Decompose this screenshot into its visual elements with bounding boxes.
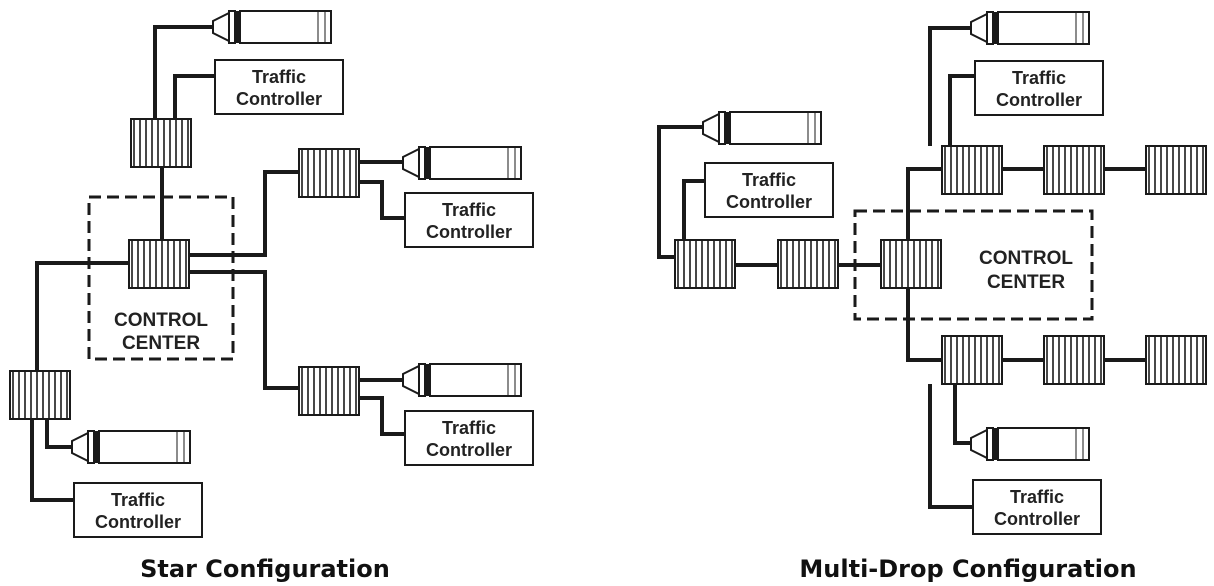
modem-icon bbox=[1145, 145, 1207, 195]
multidrop-link bbox=[948, 74, 975, 146]
star-control-center-label-line1: CONTROL bbox=[114, 310, 208, 331]
svg-text:Controller: Controller bbox=[994, 509, 1080, 529]
svg-text:Controller: Controller bbox=[726, 192, 812, 212]
star-link bbox=[359, 180, 405, 220]
star-link bbox=[359, 396, 405, 436]
modem-icon bbox=[130, 118, 192, 168]
star-link bbox=[45, 419, 72, 449]
modem-icon bbox=[880, 239, 942, 289]
multidrop-control-center-label-line1: CONTROL bbox=[979, 248, 1073, 269]
multidrop-traffic-controller: Traffic Controller bbox=[974, 60, 1104, 116]
modem-icon bbox=[1043, 145, 1105, 195]
multidrop-link bbox=[906, 167, 942, 242]
multidrop-link bbox=[906, 288, 942, 362]
camera-icon bbox=[702, 111, 822, 145]
svg-text:Traffic: Traffic bbox=[1010, 487, 1064, 507]
star-link bbox=[30, 419, 74, 502]
svg-text:Traffic: Traffic bbox=[442, 200, 496, 220]
star-configuration bbox=[30, 25, 405, 502]
multidrop-control-center-label-line2: CENTER bbox=[987, 272, 1065, 293]
star-control-center-label-line2: CENTER bbox=[122, 333, 200, 354]
modem-icon bbox=[674, 239, 736, 289]
modem-icon bbox=[298, 366, 360, 416]
star-link bbox=[189, 270, 300, 390]
modem-icon bbox=[9, 370, 71, 420]
svg-text:Controller: Controller bbox=[236, 89, 322, 109]
modem-icon bbox=[941, 335, 1003, 385]
camera-icon bbox=[71, 430, 191, 464]
multidrop-link bbox=[682, 179, 705, 240]
modem-icon bbox=[777, 239, 839, 289]
modem-icon bbox=[1043, 335, 1105, 385]
multidrop-control-center-box bbox=[853, 209, 1094, 321]
star-link bbox=[189, 170, 300, 257]
modem-icon bbox=[298, 148, 360, 198]
svg-text:Traffic: Traffic bbox=[252, 67, 306, 87]
svg-text:Controller: Controller bbox=[95, 512, 181, 532]
svg-text:Traffic: Traffic bbox=[1012, 68, 1066, 88]
camera-icon bbox=[402, 146, 522, 180]
svg-text:Traffic: Traffic bbox=[442, 418, 496, 438]
svg-text:Controller: Controller bbox=[426, 440, 512, 460]
star-link bbox=[173, 74, 215, 120]
multidrop-link bbox=[953, 384, 973, 445]
camera-icon bbox=[212, 10, 332, 44]
star-traffic-controller: Traffic Controller bbox=[404, 410, 534, 466]
multidrop-configuration-title: Multi-Drop Configuration bbox=[799, 555, 1136, 583]
multidrop-link bbox=[928, 384, 973, 509]
modem-icon bbox=[128, 239, 190, 289]
svg-text:Traffic: Traffic bbox=[111, 490, 165, 510]
svg-text:Controller: Controller bbox=[426, 222, 512, 242]
modem-icon bbox=[1145, 335, 1207, 385]
star-traffic-controller: Traffic Controller bbox=[214, 59, 344, 115]
multidrop-traffic-controller: Traffic Controller bbox=[972, 479, 1102, 535]
camera-icon bbox=[970, 427, 1090, 461]
star-traffic-controller: Traffic Controller bbox=[73, 482, 203, 538]
star-link bbox=[153, 25, 235, 120]
multidrop-link bbox=[928, 26, 973, 146]
star-traffic-controller: Traffic Controller bbox=[404, 192, 534, 248]
multidrop-link bbox=[657, 125, 705, 259]
multidrop-traffic-controller: Traffic Controller bbox=[704, 162, 834, 218]
star-control-center-box bbox=[87, 195, 235, 361]
camera-icon bbox=[970, 11, 1090, 45]
svg-text:Controller: Controller bbox=[996, 90, 1082, 110]
modem-icon bbox=[941, 145, 1003, 195]
star-configuration-title: Star Configuration bbox=[140, 555, 390, 583]
svg-text:Traffic: Traffic bbox=[742, 170, 796, 190]
multidrop-configuration bbox=[657, 26, 1146, 509]
camera-icon bbox=[402, 363, 522, 397]
star-link bbox=[35, 261, 129, 370]
